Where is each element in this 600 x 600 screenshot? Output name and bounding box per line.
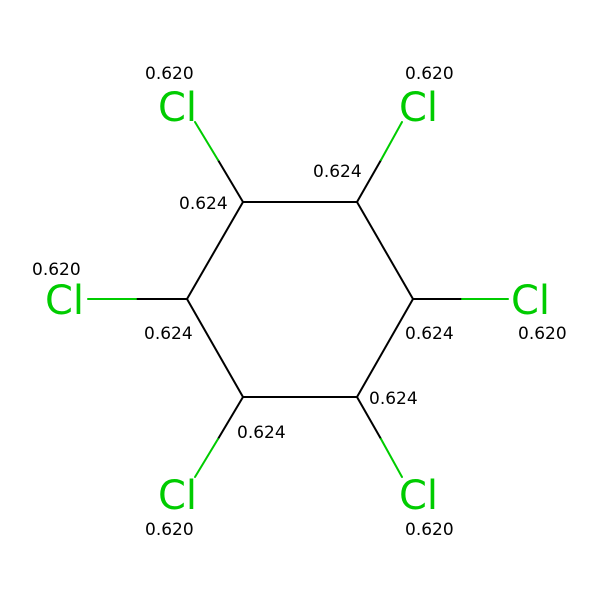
bond-c5-cl5-carbon-half [217, 396, 244, 440]
cl-value-right: 0.620 [518, 324, 567, 344]
c-value-top-right: 0.624 [313, 162, 362, 182]
c-value-bottom-right: 0.624 [369, 389, 418, 409]
cl-atom-left: Cl [45, 278, 84, 324]
bond-c1-cl1-chlorine-half [194, 121, 219, 161]
chlorine-atoms: Cl Cl Cl Cl Cl Cl [45, 85, 550, 519]
bond-c4-cl4-chlorine-half [380, 438, 403, 478]
bond-c5-cl5-chlorine-half [194, 438, 219, 478]
c-value-bottom-left: 0.624 [237, 423, 286, 443]
cl-value-top-right: 0.620 [405, 64, 454, 84]
bond-c2-c3 [356, 201, 414, 300]
bond-c6-c1 [186, 201, 244, 300]
bond-c3-c4 [356, 298, 414, 398]
bond-c5-c6 [186, 298, 244, 398]
cl-value-bottom-right: 0.620 [405, 520, 454, 540]
cl-atom-top-left: Cl [158, 85, 197, 131]
cl-atom-top-right: Cl [399, 85, 438, 131]
bond-c1-cl1-carbon-half [217, 159, 244, 203]
ring-bonds [186, 201, 414, 398]
bond-c2-cl2-chlorine-half [380, 121, 403, 161]
bond-c4-cl4-carbon-half [356, 396, 382, 440]
cl-value-left: 0.620 [32, 260, 81, 280]
c-value-top-left: 0.624 [179, 194, 228, 214]
c-value-right: 0.624 [405, 324, 454, 344]
chlorine-values: 0.620 0.620 0.620 0.620 0.620 0.620 [32, 64, 567, 540]
bond-c2-cl2-carbon-half [356, 159, 382, 203]
cl-atom-bottom-left: Cl [158, 473, 197, 519]
carbon-values: 0.624 0.624 0.624 0.624 0.624 0.624 [144, 162, 454, 443]
c-cl-bonds [87, 121, 509, 478]
cl-value-top-left: 0.620 [145, 64, 194, 84]
cl-atom-bottom-right: Cl [399, 473, 438, 519]
cl-atom-right: Cl [511, 278, 550, 324]
c-value-left: 0.624 [144, 324, 193, 344]
cl-value-bottom-left: 0.620 [145, 520, 194, 540]
